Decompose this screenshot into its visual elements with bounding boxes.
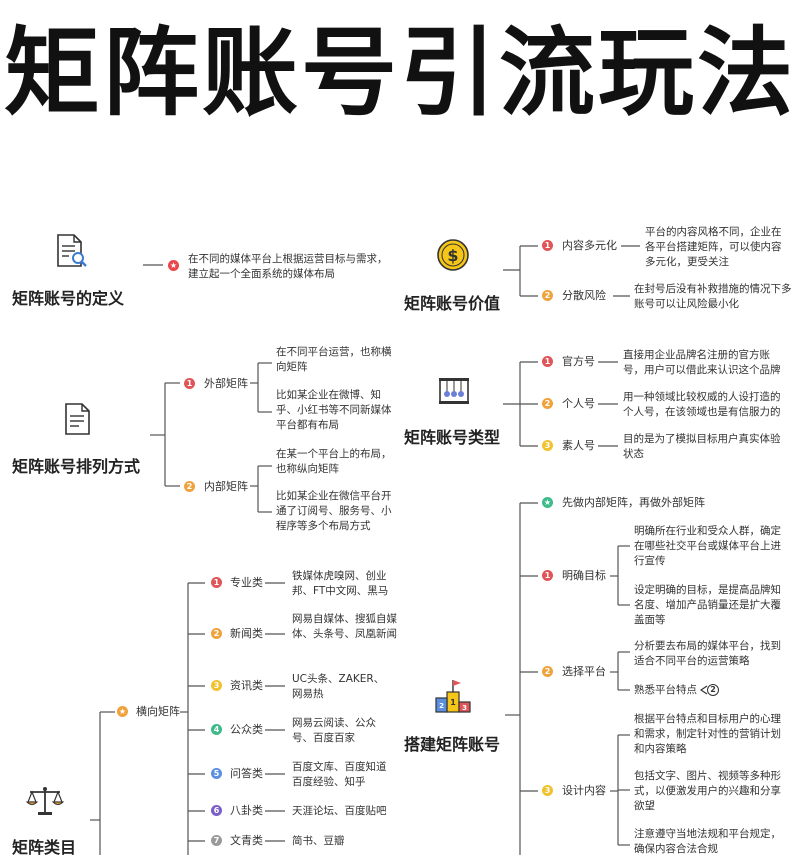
podium-flag-icon: 1 2 3 <box>435 680 471 713</box>
category-2-label: 新闻类 <box>230 627 263 640</box>
page-title: 矩阵账号引流玩法 <box>4 17 796 129</box>
category-6-text: 天涯论坛、百度贴吧 <box>292 805 387 817</box>
star-badge-icon: ★ <box>168 260 179 271</box>
category-5-text: 百度文库、百度知道百度经验、知乎 <box>292 761 387 788</box>
build-2-text-2: 熟悉平台特点 <box>634 684 697 696</box>
category-1-text: 铁媒体虎嗅网、创业邦、FT中文网、黑马 <box>292 570 389 597</box>
arrangement-2-text-1: 在某一个平台上的布局，也称纵向矩阵 <box>276 448 392 475</box>
dollar-coin-icon: $ <box>437 239 469 271</box>
build-2-badge: 2 <box>542 666 553 677</box>
arrangement-1-badge: 1 <box>184 378 195 389</box>
value-2-badge: 2 <box>542 290 553 301</box>
value-1-badge: 1 <box>542 240 553 251</box>
category-5-badge: 5 <box>211 768 222 779</box>
types-3-label: 素人号 <box>562 439 595 452</box>
category-4-badge: 4 <box>211 724 222 735</box>
category-4-text: 网易云阅读、公众号、百度百家 <box>292 717 376 744</box>
build-first-star-icon: ★ <box>542 497 553 508</box>
svg-text:$: $ <box>447 246 458 265</box>
category-7-label: 文青类 <box>230 834 263 847</box>
definition-title: 矩阵账号的定义 <box>12 289 125 308</box>
category-4-label: 公众类 <box>230 723 263 736</box>
categories-branch-label: 横向矩阵 <box>136 705 180 718</box>
types-2-label: 个人号 <box>562 397 595 410</box>
arrow-left-icon <box>700 685 708 695</box>
svg-text:2: 2 <box>439 702 444 710</box>
build-3-badge: 3 <box>542 785 553 796</box>
types-2-text: 用一种领域比较权威的人设打造的个人号，在该领域也是有信服力的 <box>623 391 781 418</box>
categories-title: 矩阵类目 <box>12 838 77 857</box>
category-7-text: 简书、豆瓣 <box>292 835 345 847</box>
value-1-label: 内容多元化 <box>562 239 617 252</box>
definition-text: 在不同的媒体平台上根据运营目标与需求，建立起一个全面系统的媒体布局 <box>188 253 388 280</box>
svg-text:3: 3 <box>462 704 467 712</box>
build-2-sub-badge: 2 <box>707 684 719 696</box>
category-3-badge: 3 <box>211 680 222 691</box>
category-1-label: 专业类 <box>230 576 263 589</box>
document-search-icon <box>57 234 87 267</box>
category-6-label: 八卦类 <box>230 804 263 817</box>
build-2-text-1: 分析要去布局的媒体平台，找到适合不同平台的运营策略 <box>634 640 781 667</box>
category-1-badge: 1 <box>211 577 222 588</box>
types-2-badge: 2 <box>542 398 553 409</box>
categories-branch-star-icon: ★ <box>117 706 128 717</box>
types-3-badge: 3 <box>542 440 553 451</box>
build-3-text-2: 包括文字、图片、视频等多种形式，以便激发用户的兴趣和分享欲望 <box>634 770 781 812</box>
category-5-label: 问答类 <box>230 767 263 780</box>
build-3-text-3: 注意遵守当地法规和平台规定，确保内容合法合规 <box>634 828 781 855</box>
build-1-text-2: 设定明确的目标，是提高品牌知名度、增加产品销量还是扩大覆盖面等 <box>634 584 781 626</box>
category-2-text: 网易自媒体、搜狐自媒体、头条号、凤凰新闻 <box>292 613 397 640</box>
types-1-text: 直接用企业品牌名注册的官方账号，用户可以借此来认识这个品牌 <box>623 349 781 376</box>
category-6-badge: 6 <box>211 805 222 816</box>
arrangement-2-text-2: 比如某企业在微信平台开通了订阅号、服务号、小程序等多个布局方式 <box>276 490 392 532</box>
build-3-label: 设计内容 <box>562 784 606 797</box>
svg-text:1: 1 <box>450 698 456 707</box>
types-1-badge: 1 <box>542 356 553 367</box>
arrangement-2-badge: 2 <box>184 481 195 492</box>
build-3-text-1: 根据平台特点和目标用户的心理和需求，制定针对性的营销计划和内容策略 <box>634 713 781 755</box>
category-3-label: 资讯类 <box>230 679 263 692</box>
category-3-text: UC头条、ZAKER、网易热 <box>292 673 385 700</box>
category-7-badge: 7 <box>211 835 222 846</box>
arrangement-2-label: 内部矩阵 <box>204 480 248 493</box>
build-1-text-1: 明确所在行业和受众人群，确定在哪些社交平台或媒体平台上进行宣传 <box>634 525 781 567</box>
build-title: 搭建矩阵账号 <box>404 735 501 754</box>
balance-scale-icon <box>26 787 64 815</box>
arrangement-title: 矩阵账号排列方式 <box>12 457 141 476</box>
category-2-badge: 2 <box>211 628 222 639</box>
types-3-text: 目的是为了模拟目标用户真实体验状态 <box>623 433 781 460</box>
value-2-label: 分散风险 <box>562 289 606 302</box>
newtons-cradle-icon <box>439 378 469 404</box>
value-title: 矩阵账号价值 <box>404 294 501 313</box>
arrangement-1-text-1: 在不同平台运营，也称横向矩阵 <box>276 346 392 373</box>
build-2-label: 选择平台 <box>562 665 606 678</box>
build-1-label: 明确目标 <box>562 569 606 582</box>
document-icon <box>65 403 90 435</box>
arrangement-1-label: 外部矩阵 <box>204 377 248 390</box>
value-2-text: 在封号后没有补救措施的情况下多账号可以让风险最小化 <box>634 283 792 310</box>
types-title: 矩阵账号类型 <box>404 428 501 447</box>
types-1-label: 官方号 <box>562 355 595 368</box>
build-1-badge: 1 <box>542 570 553 581</box>
build-first-text: 先做内部矩阵，再做外部矩阵 <box>562 496 705 509</box>
arrangement-1-text-2: 比如某企业在微博、知乎、小红书等不同新媒体平台都有布局 <box>276 389 392 431</box>
value-1-text: 平台的内容风格不同，企业在各平台搭建矩阵，可以使内容多元化，更受关注 <box>645 226 782 268</box>
